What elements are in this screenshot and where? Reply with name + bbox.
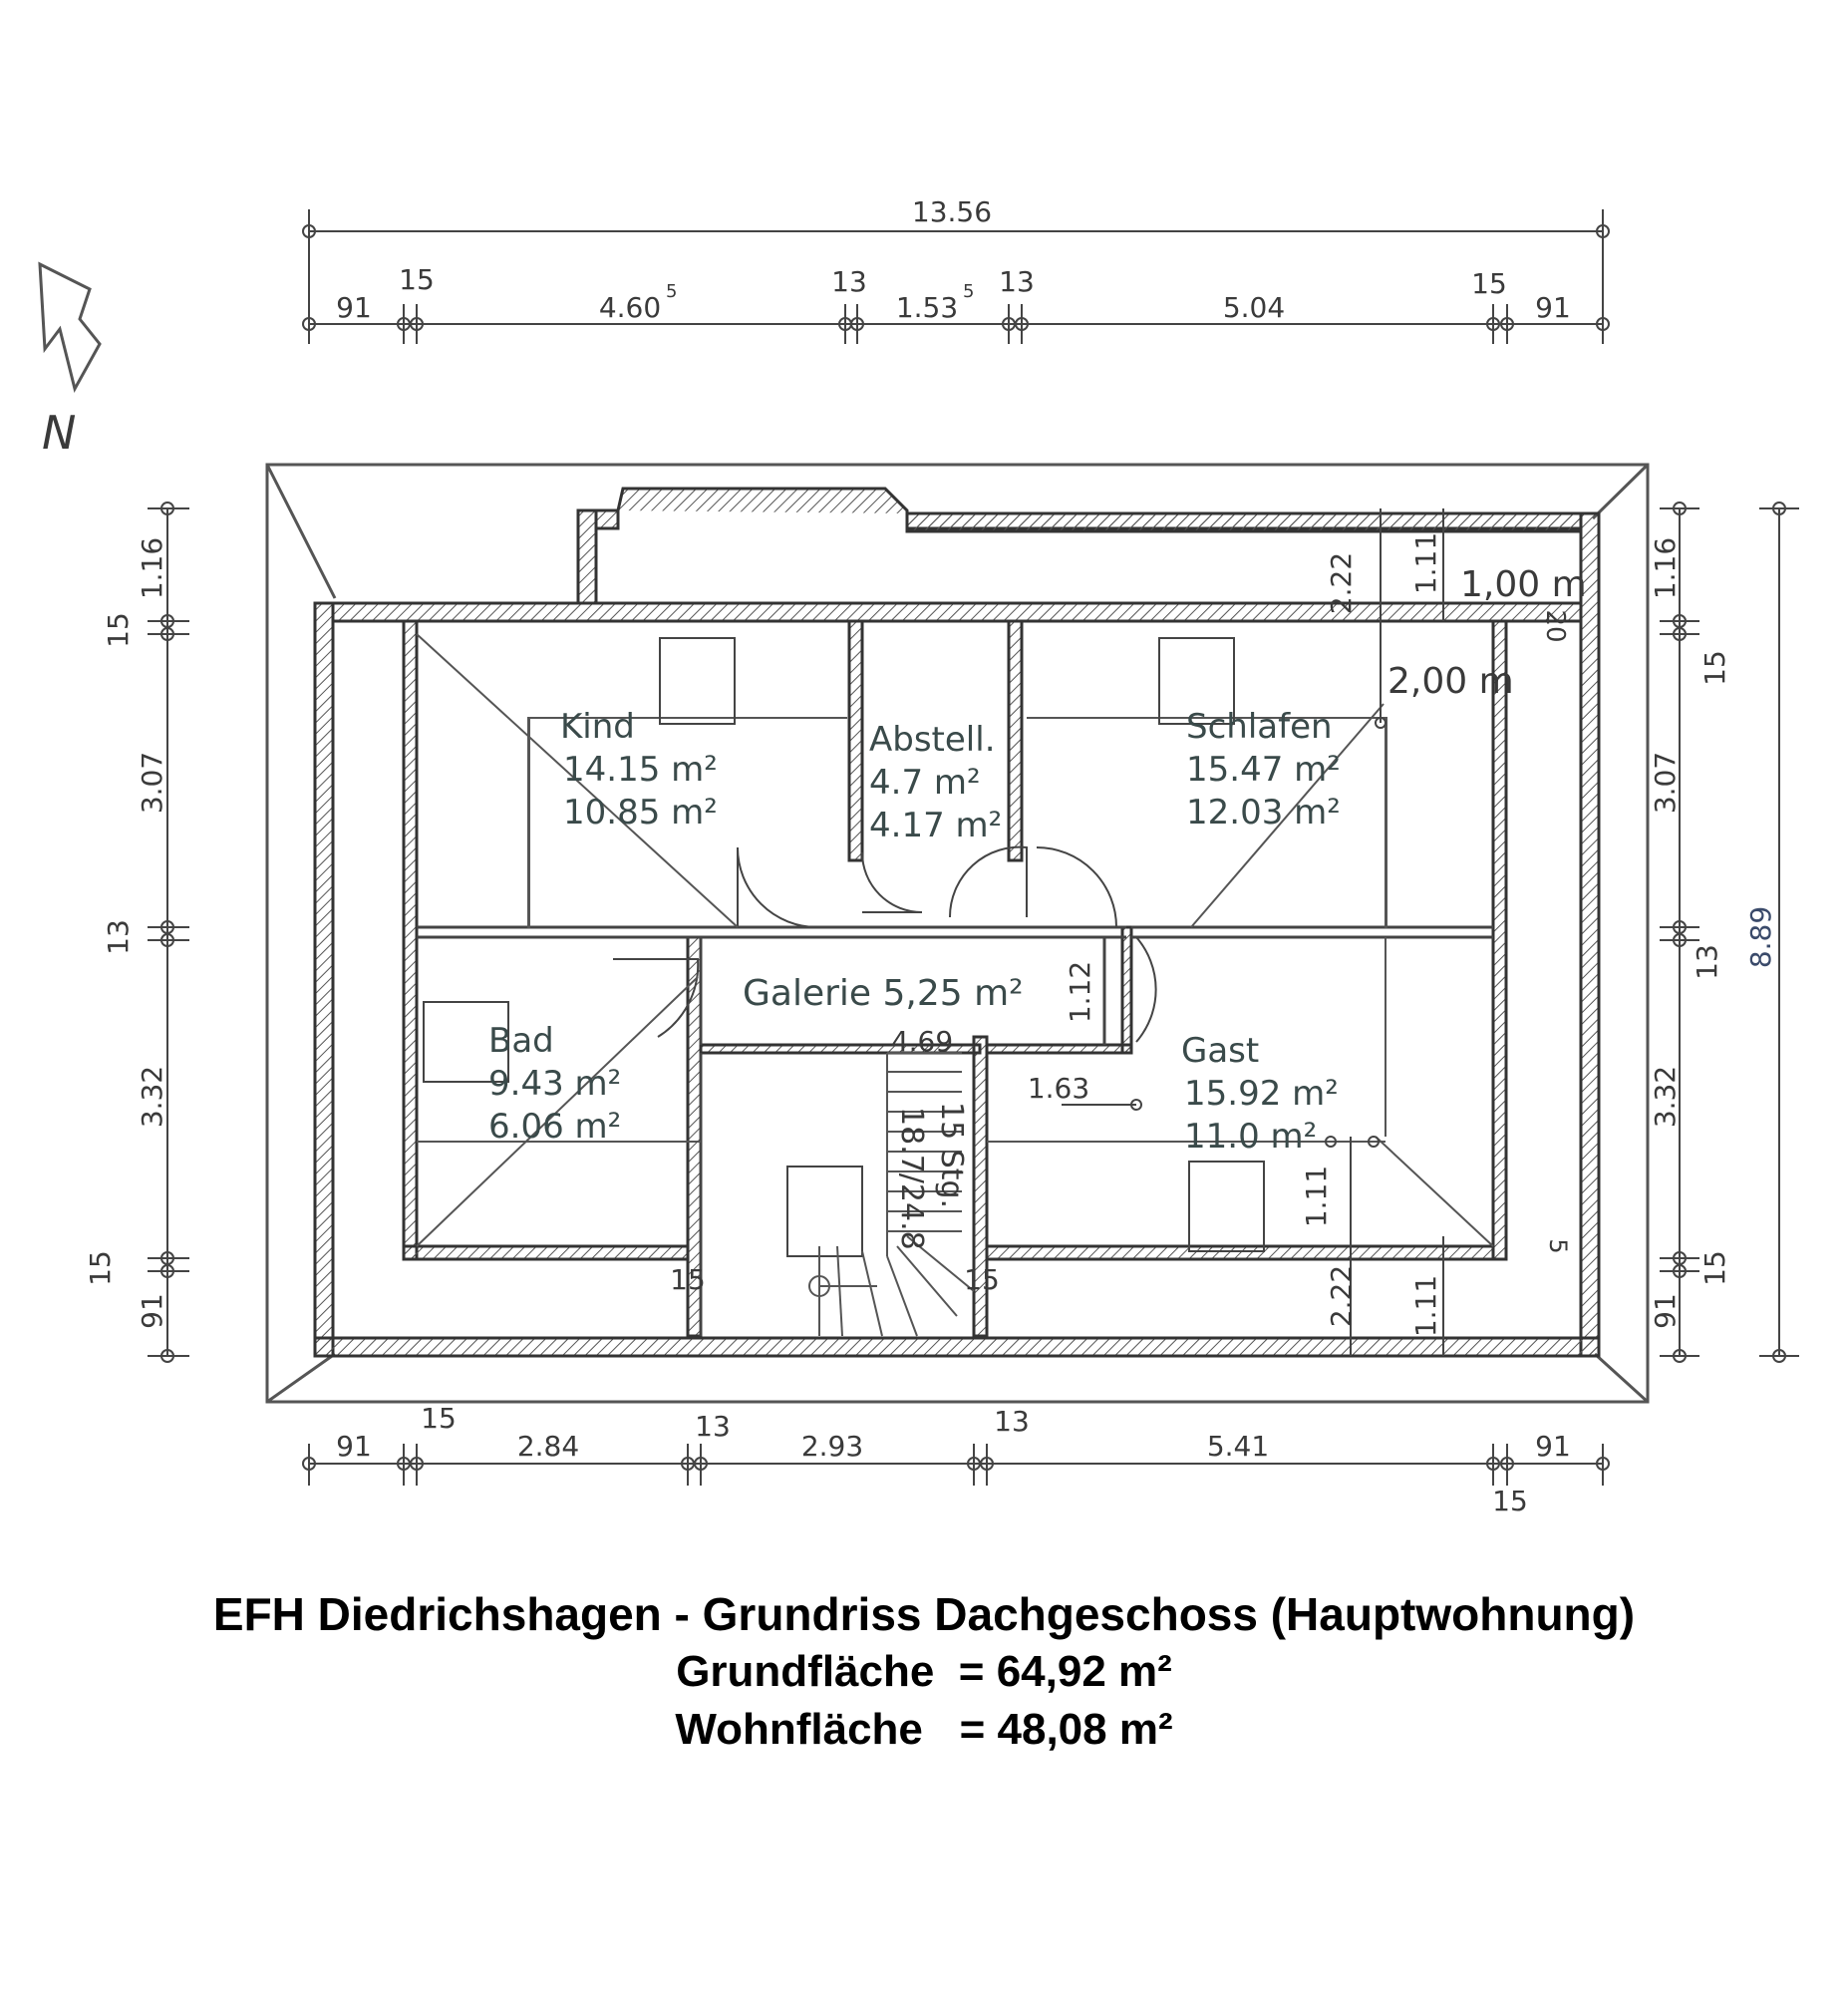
dim-left-116: 1.16 [136,537,168,599]
staircase [808,1052,975,1337]
dim-left-307: 3.07 [136,752,168,814]
door-swings [613,845,1157,1043]
partition-lines [417,925,1493,1336]
dim-inner-111-top: 1.11 [1409,532,1442,594]
room-abstell-name: Abstell. [869,720,996,760]
dim-top-460: 4.60 [599,291,661,324]
dim-bottom-91-left: 91 [336,1430,372,1463]
chimney-schlafen [1158,637,1235,725]
north-label: N [42,406,76,460]
dim-inner-100: 1,00 m [1460,564,1587,605]
dim-right-116: 1.16 [1649,537,1682,599]
room-abstell-area1: 4.7 m² [869,763,981,803]
dim-stairs-15-right: 15 [964,1263,1000,1296]
dim-top-13-left: 13 [831,265,867,298]
dim-stairs-15-left: 15 [670,1263,706,1296]
room-schlafen-area2: 12.03 m² [1186,793,1341,833]
room-kind-area1: 14.15 m² [563,750,718,790]
dim-right-15-top: 15 [1698,650,1731,686]
room-gast: Gast 15.92 m² 11.0 m² [1181,1031,1339,1157]
dim-right-91: 91 [1649,1293,1682,1329]
dim-bottom-13-left: 13 [695,1410,731,1443]
dim-top-13-right: 13 [999,265,1035,298]
room-kind-area2: 10.85 m² [563,793,718,833]
dim-left-15-top: 15 [102,612,135,648]
room-bad-area2: 6.06 m² [488,1107,621,1147]
room-bad-area1: 9.43 m² [488,1064,621,1104]
dim-right-332: 3.32 [1649,1066,1682,1128]
dim-top-15-left: 15 [399,263,435,296]
interior-walls [402,619,1508,1338]
dim-top-153-sup: 5 [963,281,974,302]
dim-inner-112: 1.12 [1064,961,1096,1023]
dim-top-total: 13.56 [912,195,992,228]
dim-right-15-bottom: 15 [1698,1250,1731,1286]
room-kind: Kind 14.15 m² 10.85 m² [560,707,718,833]
dim-bottom-91-right: 91 [1535,1430,1571,1463]
dim-bottom-13-right: 13 [994,1405,1030,1438]
dim-inner-111-bottom: 1.11 [1409,1275,1442,1337]
dim-left-13: 13 [102,919,135,955]
bottom-dimensions [302,1444,1610,1486]
room-abstell: Abstell. 4.7 m² 4.17 m² [869,720,1002,845]
dim-top-91-right: 91 [1535,291,1571,324]
dim-bottom-541: 5.41 [1207,1430,1269,1463]
dim-bottom-284: 2.84 [517,1430,579,1463]
dim-bottom-15-left: 15 [421,1402,457,1435]
roof-outline [265,463,1650,1404]
dim-inner-222-top: 2.22 [1325,552,1358,614]
room-gast-area1: 15.92 m² [1184,1074,1339,1114]
room-gast-name: Gast [1181,1031,1259,1071]
dim-inner-111-gast: 1.11 [1300,1166,1333,1227]
room-gast-area2: 11.0 m² [1184,1117,1317,1157]
room-abstell-area2: 4.17 m² [869,806,1002,845]
room-bad-name: Bad [488,1021,554,1061]
top-dimensions [302,209,1610,344]
caption-grundflaeche: Grundfläche = 64,92 m² [676,1647,1172,1696]
dim-left-91: 91 [136,1293,168,1329]
dim-top-91-left: 91 [336,291,372,324]
roof-slope-lines [416,633,1494,1247]
dim-inner-5: 5 [1544,1238,1572,1253]
chimney-stair [786,1166,863,1257]
dim-inner-222-bottom: 2.22 [1325,1265,1358,1327]
dim-top-504: 5.04 [1223,291,1285,324]
caption-title: EFH Diedrichshagen - Grundriss Dachgesch… [212,1588,1636,1640]
dim-inner-200: 2,00 m [1387,661,1514,702]
stairs-rise-label: 18.7/24.8 [894,1107,929,1250]
dim-top-153: 1.53 [896,291,958,324]
dim-inner-163: 1.63 [1028,1072,1089,1105]
left-dimensions [148,501,189,1363]
room-kind-name: Kind [560,707,635,747]
dim-inner-469: 4.69 [891,1025,953,1058]
room-galerie: Galerie 5,25 m² [743,973,1024,1014]
chimney-gast [1188,1161,1265,1252]
room-schlafen-area1: 15.47 m² [1186,750,1341,790]
room-bad: Bad 9.43 m² 6.06 m² [488,1021,621,1147]
exterior-walls [313,487,1601,1358]
dim-right-13: 13 [1691,944,1723,980]
floor-plan-drawing: N 13.56 91 15 4.60 5 13 1.53 5 13 5.04 1… [38,195,1799,1517]
dim-top-460-sup: 5 [666,281,677,302]
right-dimensions [1660,501,1799,1363]
dim-top-15-right: 15 [1471,267,1507,300]
dim-left-15-bottom: 15 [84,1250,117,1286]
bath-fixture [423,1001,509,1083]
dim-left-332: 3.32 [136,1066,168,1128]
inner-dimension-lines [1062,508,1444,1356]
room-schlafen-name: Schlafen [1186,707,1333,747]
north-arrow-icon: N [38,261,102,460]
plan-caption: EFH Diedrichshagen - Grundriss Dachgesch… [0,1585,1848,1759]
dim-inner-20: 20 [1540,609,1570,642]
stairs-steps-label: 15 Stg. [934,1102,969,1208]
room-galerie-name: Galerie 5,25 m² [743,973,1024,1014]
caption-wohnflaeche: Wohnfläche = 48,08 m² [675,1705,1173,1754]
dim-bottom-15-right: 15 [1492,1485,1528,1517]
fixtures [423,637,1265,1257]
room-schlafen: Schlafen 15.47 m² 12.03 m² [1186,707,1341,833]
dim-right-307: 3.07 [1649,752,1682,814]
dim-bottom-293: 2.93 [801,1430,863,1463]
chimney-kind [659,637,736,725]
dim-right-total: 8.89 [1744,906,1777,968]
